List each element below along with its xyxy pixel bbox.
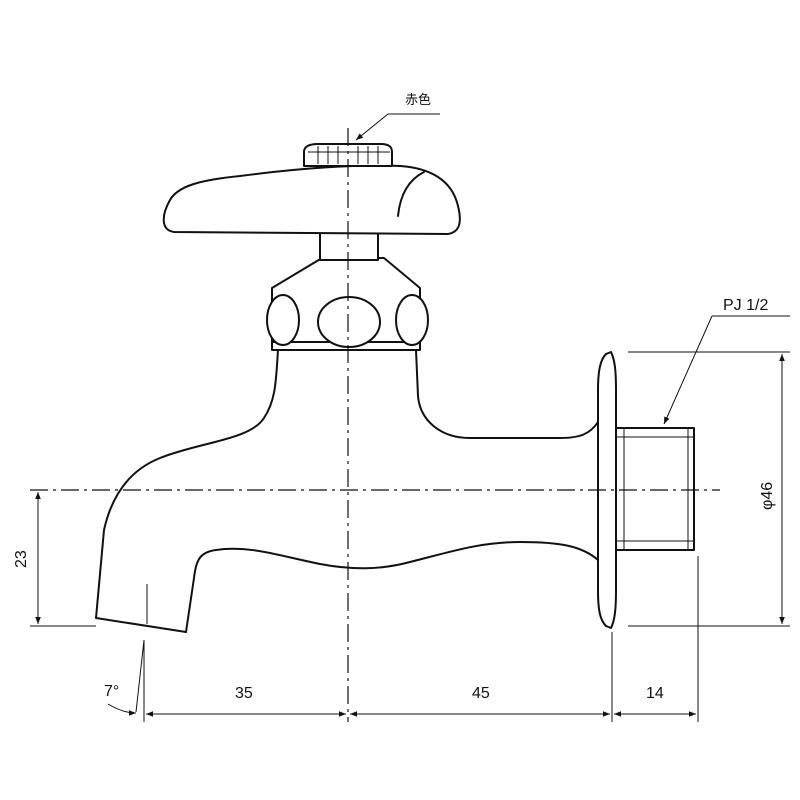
angle-callout: 7° — [104, 639, 145, 716]
thread-spec-label: PJ 1/2 — [723, 297, 768, 314]
dimension-23: 23 — [13, 492, 96, 627]
dimension-diameter: φ46 — [628, 351, 790, 627]
valve-collar — [266, 257, 429, 351]
faucet-body — [95, 349, 599, 633]
leader-color-note: 赤色 — [355, 92, 440, 141]
thread-connector — [615, 427, 695, 551]
angle-label: 7° — [104, 683, 119, 700]
dim-45-label: 45 — [472, 685, 490, 702]
handle — [162, 164, 461, 235]
red-cap — [303, 143, 393, 167]
dim-14-label: 14 — [646, 685, 664, 702]
dim-23-label: 23 — [13, 550, 30, 568]
leader-thread-spec: PJ 1/2 — [663, 297, 790, 425]
center-lines — [30, 128, 720, 722]
color-note-label: 赤色 — [405, 92, 431, 108]
diameter-label: φ46 — [759, 482, 776, 510]
dim-35-label: 35 — [235, 685, 253, 702]
bottom-dimensions: 35 45 14 — [143, 556, 699, 722]
valve-stem — [319, 229, 379, 261]
